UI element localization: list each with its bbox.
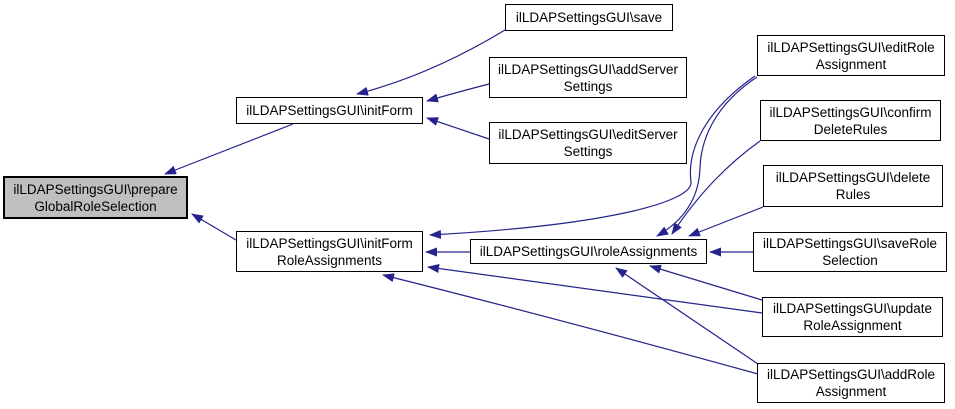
node-label-line: ilLDAPSettingsGUI\prepare: [13, 181, 178, 197]
edge-addRoleAssignment-to-roleAssignments: [615, 267, 759, 365]
node-label-line: Settings: [563, 78, 613, 94]
node-label-line: ilLDAPSettingsGUI\delete: [775, 170, 931, 185]
node-label-line: GlobalRoleSelection: [34, 198, 157, 214]
node-confirmDeleteRules[interactable]: ilLDAPSettingsGUI\confirm DeleteRules: [760, 100, 941, 141]
node-save[interactable]: ilLDAPSettingsGUI\save: [505, 4, 673, 31]
node-label-line: Rules: [835, 187, 871, 202]
node-label-line: Settings: [563, 144, 613, 159]
node-label-line: Selection: [822, 253, 878, 268]
edge-editRoleAssignment-to-initFormRoleAssignments: [429, 75, 756, 239]
node-label-line: Assignment: [815, 56, 887, 72]
edge-editServerSettings-to-initForm: [426, 117, 490, 140]
edge-updateRoleAssignment-to-roleAssignments: [649, 264, 763, 301]
edge-editRoleAssignment-to-roleAssignments: [656, 76, 758, 237]
node-roleAssignments[interactable]: ilLDAPSettingsGUI\roleAssignments: [470, 239, 707, 264]
edge-initForm-to-prepareGlobalRoleSelection: [164, 123, 294, 175]
node-label-line: ilLDAPSettingsGUI\initForm: [246, 235, 413, 251]
node-editServerSettings[interactable]: ilLDAPSettingsGUI\editServer Settings: [489, 122, 687, 164]
edge-initFormRoleAssignments-to-prepareGlobalRoleSelection: [191, 213, 237, 241]
edge-addRoleAssignment-to-initFormRoleAssignments: [382, 273, 759, 375]
node-label-line: ilLDAPSettingsGUI\initForm: [246, 103, 413, 118]
edge-save-to-initForm: [356, 29, 506, 96]
node-addServerSettings[interactable]: ilLDAPSettingsGUI\addServer Settings: [489, 57, 687, 98]
node-initFormRoleAssignments[interactable]: ilLDAPSettingsGUI\initForm RoleAssignmen…: [236, 231, 423, 272]
node-label-line: Assignment: [815, 384, 887, 399]
node-label-line: RoleAssignments: [276, 252, 383, 268]
edge-updateRoleAssignment-to-initFormRoleAssignments: [427, 264, 763, 314]
edge-confirmDeleteRules-to-roleAssignments: [671, 140, 761, 235]
node-label-line: ilLDAPSettingsGUI\editServer: [498, 127, 678, 142]
node-label-line: ilLDAPSettingsGUI\save: [515, 10, 663, 25]
node-label-line: ilLDAPSettingsGUI\saveRole: [762, 236, 938, 251]
node-saveRoleSelection[interactable]: ilLDAPSettingsGUI\saveRole Selection: [753, 232, 947, 272]
node-deleteRules[interactable]: ilLDAPSettingsGUI\delete Rules: [763, 165, 943, 207]
node-updateRoleAssignment[interactable]: ilLDAPSettingsGUI\update RoleAssignment: [762, 297, 943, 337]
node-editRoleAssignment[interactable]: ilLDAPSettingsGUI\editRole Assignment: [757, 35, 945, 76]
edge-addServerSettings-to-initForm: [426, 83, 490, 103]
node-label-line: ilLDAPSettingsGUI\update: [772, 301, 933, 316]
node-prepareGlobalRoleSelection[interactable]: ilLDAPSettingsGUI\prepare GlobalRoleSele…: [3, 176, 188, 219]
node-label-line: DeleteRules: [813, 121, 888, 137]
node-label-line: RoleAssignment: [803, 318, 902, 333]
node-label-line: ilLDAPSettingsGUI\editRole: [767, 39, 935, 55]
node-label-line: ilLDAPSettingsGUI\addServer: [497, 61, 679, 77]
edge-deleteRules-to-roleAssignments: [688, 206, 764, 237]
node-label-line: ilLDAPSettingsGUI\roleAssignments: [479, 244, 698, 259]
node-addRoleAssignment[interactable]: ilLDAPSettingsGUI\addRole Assignment: [757, 363, 945, 403]
node-label-line: ilLDAPSettingsGUI\addRole: [766, 367, 936, 382]
node-label-line: ilLDAPSettingsGUI\confirm: [769, 104, 932, 120]
node-initForm[interactable]: ilLDAPSettingsGUI\initForm: [236, 97, 423, 124]
